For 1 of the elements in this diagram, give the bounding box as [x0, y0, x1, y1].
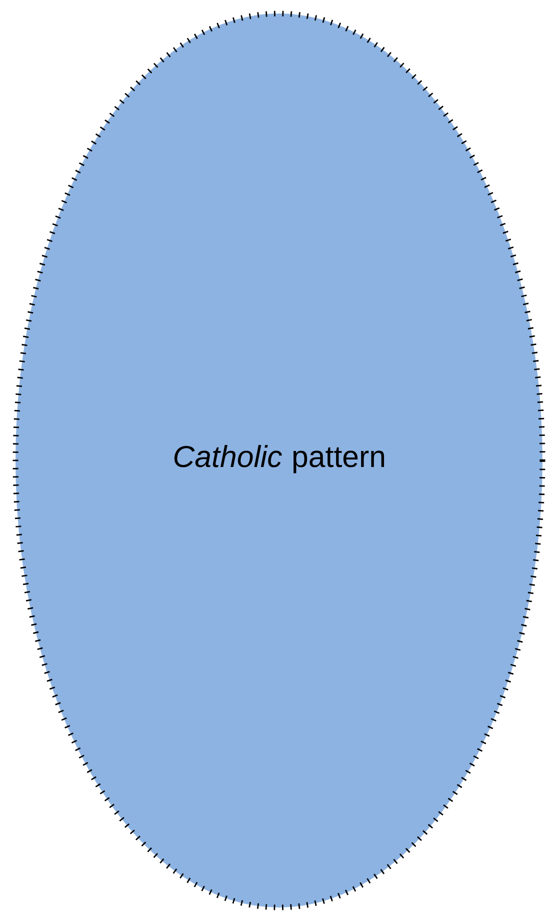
node-ellipse: Catholic pattern [12, 10, 545, 910]
